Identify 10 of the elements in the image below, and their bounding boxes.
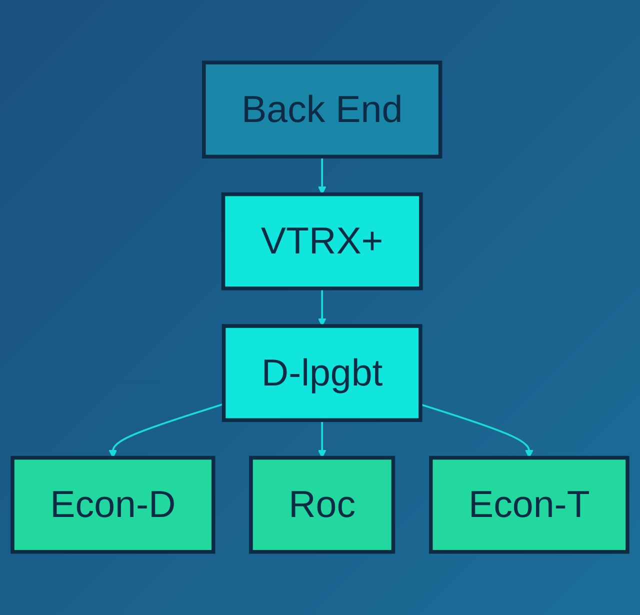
node-box: Econ-D [10,456,216,554]
arrow [420,404,534,458]
arrow [318,288,326,327]
node-box: Roc [249,456,396,554]
node-box: Back End [202,60,442,159]
node-box: Econ-T [428,456,630,554]
arrow [318,420,326,458]
arrow [318,156,326,195]
node-box: VTRX+ [221,192,423,291]
node-box: D-lpgbt [222,324,422,422]
